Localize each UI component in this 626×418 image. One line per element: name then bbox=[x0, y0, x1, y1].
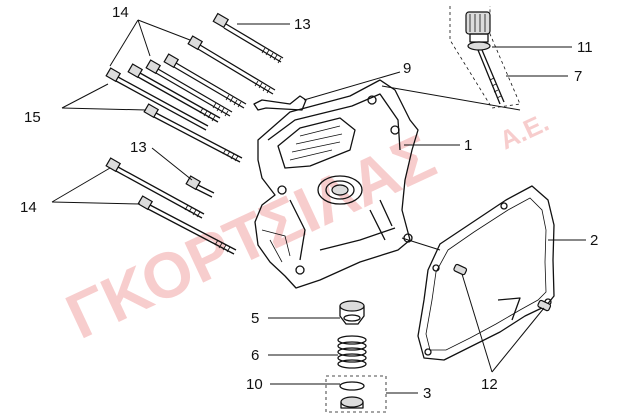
bolts-group bbox=[105, 12, 284, 255]
spring bbox=[337, 335, 367, 369]
bolt-13-middle bbox=[185, 175, 215, 198]
callout-14-top: 14 bbox=[112, 4, 129, 21]
callout-12: 12 bbox=[481, 376, 498, 393]
strainer-cap bbox=[339, 300, 365, 325]
bolt-13-top bbox=[212, 12, 284, 64]
callout-labels: 14 13 9 11 7 15 1 13 14 2 5 6 12 10 3 bbox=[20, 4, 598, 402]
callout-7: 7 bbox=[574, 68, 582, 85]
dowel-pins bbox=[453, 263, 552, 312]
callout-9: 9 bbox=[403, 60, 411, 77]
callout-5: 5 bbox=[251, 310, 259, 327]
callout-14-lower: 14 bbox=[20, 199, 37, 216]
callout-11: 11 bbox=[577, 39, 593, 56]
bracket-9 bbox=[253, 95, 307, 111]
callout-6: 6 bbox=[251, 347, 259, 364]
callout-13-top: 13 bbox=[294, 16, 311, 33]
dipstick bbox=[449, 6, 521, 109]
callout-2: 2 bbox=[590, 232, 598, 249]
callout-3: 3 bbox=[423, 385, 431, 402]
callout-15: 15 bbox=[24, 109, 41, 126]
bolt-14-b bbox=[163, 53, 247, 109]
watermark-suffix: Α.Ε. bbox=[495, 107, 554, 156]
leader-lines bbox=[51, 19, 586, 394]
callout-10: 10 bbox=[246, 376, 263, 393]
bolt-14-e bbox=[137, 195, 237, 255]
bolt-15-b bbox=[105, 67, 209, 131]
bolt-14-a bbox=[187, 35, 276, 95]
callout-1: 1 bbox=[464, 137, 472, 154]
bolt-15-c bbox=[143, 103, 243, 163]
gasket bbox=[417, 185, 555, 361]
bolt-15-a bbox=[127, 63, 221, 123]
bolt-14-d bbox=[105, 157, 205, 219]
bolt-14-c bbox=[145, 59, 233, 117]
callout-13-middle: 13 bbox=[130, 139, 147, 156]
oring-and-plug bbox=[325, 375, 387, 413]
